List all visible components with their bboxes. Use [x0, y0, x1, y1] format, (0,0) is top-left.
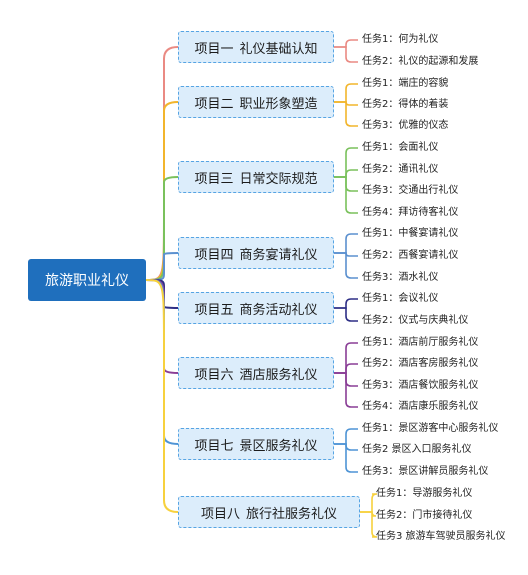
project-number: 项目六	[194, 367, 234, 383]
task-branch-line	[334, 428, 358, 445]
root-branch-line	[145, 101, 179, 281]
task-branch-line	[334, 83, 358, 103]
root-branch-line	[145, 252, 179, 281]
task-item[interactable]: 任务3：优雅的仪态	[362, 120, 449, 131]
task-branch-line	[360, 493, 378, 513]
project-title: 礼仪基础认知	[239, 41, 318, 57]
project-number: 项目七	[194, 438, 234, 454]
task-item[interactable]: 任务3 旅游车驾驶员服务礼仪	[376, 531, 506, 542]
task-branch-line	[334, 176, 358, 192]
task-branch-line	[334, 252, 358, 257]
root-branch-line	[145, 176, 179, 281]
task-branch-line	[334, 443, 358, 451]
root-branch-line	[145, 279, 179, 445]
task-item[interactable]: 任务2：门市接待礼仪	[376, 510, 473, 521]
project-number: 项目五	[194, 302, 234, 318]
task-branch-line	[334, 39, 358, 48]
task-item[interactable]: 任务2：得体的着装	[362, 99, 449, 110]
task-item[interactable]: 任务2：酒店客房服务礼仪	[362, 358, 479, 369]
task-item[interactable]: 任务1：端庄的容貌	[362, 78, 449, 89]
project-node-1[interactable]: 项目一 礼仪基础认知	[178, 31, 334, 63]
task-item[interactable]: 任务3：酒店餐饮服务礼仪	[362, 380, 479, 391]
task-branch-line	[334, 252, 358, 279]
task-branch-line	[334, 307, 358, 322]
task-branch-line	[334, 372, 358, 387]
task-item[interactable]: 任务1：何为礼仪	[362, 34, 439, 45]
root-branch-line	[145, 279, 179, 309]
task-branch-line	[334, 342, 358, 374]
project-node-2[interactable]: 项目二 职业形象塑造	[178, 86, 334, 118]
root-branch-line	[145, 279, 179, 374]
task-branch-line	[334, 363, 358, 374]
project-title: 商务宴请礼仪	[239, 247, 318, 263]
root-branch-line	[145, 46, 179, 281]
task-item[interactable]: 任务1：酒店前厅服务礼仪	[362, 337, 479, 348]
root-node[interactable]: 旅游职业礼仪	[28, 259, 146, 301]
task-item[interactable]: 任务4：拜访待客礼仪	[362, 207, 459, 218]
root-branch-line	[145, 279, 179, 513]
task-branch-line	[360, 511, 377, 517]
task-item[interactable]: 任务3：交通出行礼仪	[362, 185, 459, 196]
project-number: 项目三	[194, 171, 234, 187]
task-item[interactable]: 任务2：西餐宴请礼仪	[362, 250, 459, 261]
task-branch-line	[334, 169, 358, 178]
project-node-4[interactable]: 项目四 商务宴请礼仪	[178, 237, 334, 269]
task-item[interactable]: 任务3：景区讲解员服务礼仪	[362, 466, 489, 477]
task-branch-line	[334, 101, 358, 127]
task-branch-line	[334, 372, 358, 408]
project-number: 项目四	[194, 247, 234, 263]
task-item[interactable]: 任务2：通讯礼仪	[362, 164, 439, 175]
task-branch-line	[334, 298, 358, 309]
task-item[interactable]: 任务3：酒水礼仪	[362, 272, 439, 283]
task-item[interactable]: 任务2：礼仪的起源和发展	[362, 56, 479, 67]
project-title: 酒店服务礼仪	[239, 367, 318, 383]
task-item[interactable]: 任务1：景区游客中心服务礼仪	[362, 423, 499, 434]
task-item[interactable]: 任务1：中餐宴请礼仪	[362, 228, 459, 239]
project-title: 商务活动礼仪	[239, 302, 318, 318]
task-item[interactable]: 任务1：会议礼仪	[362, 293, 439, 304]
root-node-label: 旅游职业礼仪	[45, 273, 129, 289]
task-item[interactable]: 任务2 景区入口服务礼仪	[362, 444, 472, 455]
project-node-7[interactable]: 项目七 景区服务礼仪	[178, 428, 334, 460]
project-number: 项目一	[194, 41, 234, 57]
project-node-5[interactable]: 项目五 商务活动礼仪	[178, 292, 334, 324]
task-branch-line	[334, 443, 358, 473]
project-title: 日常交际规范	[239, 171, 318, 187]
project-number: 项目二	[194, 96, 234, 112]
task-branch-line	[334, 46, 358, 63]
task-branch-line	[334, 101, 358, 106]
task-branch-line	[334, 147, 358, 178]
project-number: 项目八	[200, 506, 240, 522]
project-title: 职业形象塑造	[239, 96, 318, 112]
project-node-3[interactable]: 项目三 日常交际规范	[178, 161, 334, 193]
project-node-8[interactable]: 项目八 旅行社服务礼仪	[178, 496, 360, 528]
project-node-6[interactable]: 项目六 酒店服务礼仪	[178, 357, 334, 389]
task-branch-line	[334, 176, 358, 214]
task-item[interactable]: 任务4：酒店康乐服务礼仪	[362, 401, 479, 412]
task-item[interactable]: 任务1：导游服务礼仪	[376, 488, 473, 499]
task-branch-line	[334, 233, 358, 254]
project-title: 景区服务礼仪	[239, 438, 318, 454]
task-item[interactable]: 任务1：会面礼仪	[362, 142, 439, 153]
project-title: 旅行社服务礼仪	[246, 506, 338, 522]
task-branch-line	[360, 511, 378, 538]
task-item[interactable]: 任务2：仪式与庆典礼仪	[362, 315, 469, 326]
